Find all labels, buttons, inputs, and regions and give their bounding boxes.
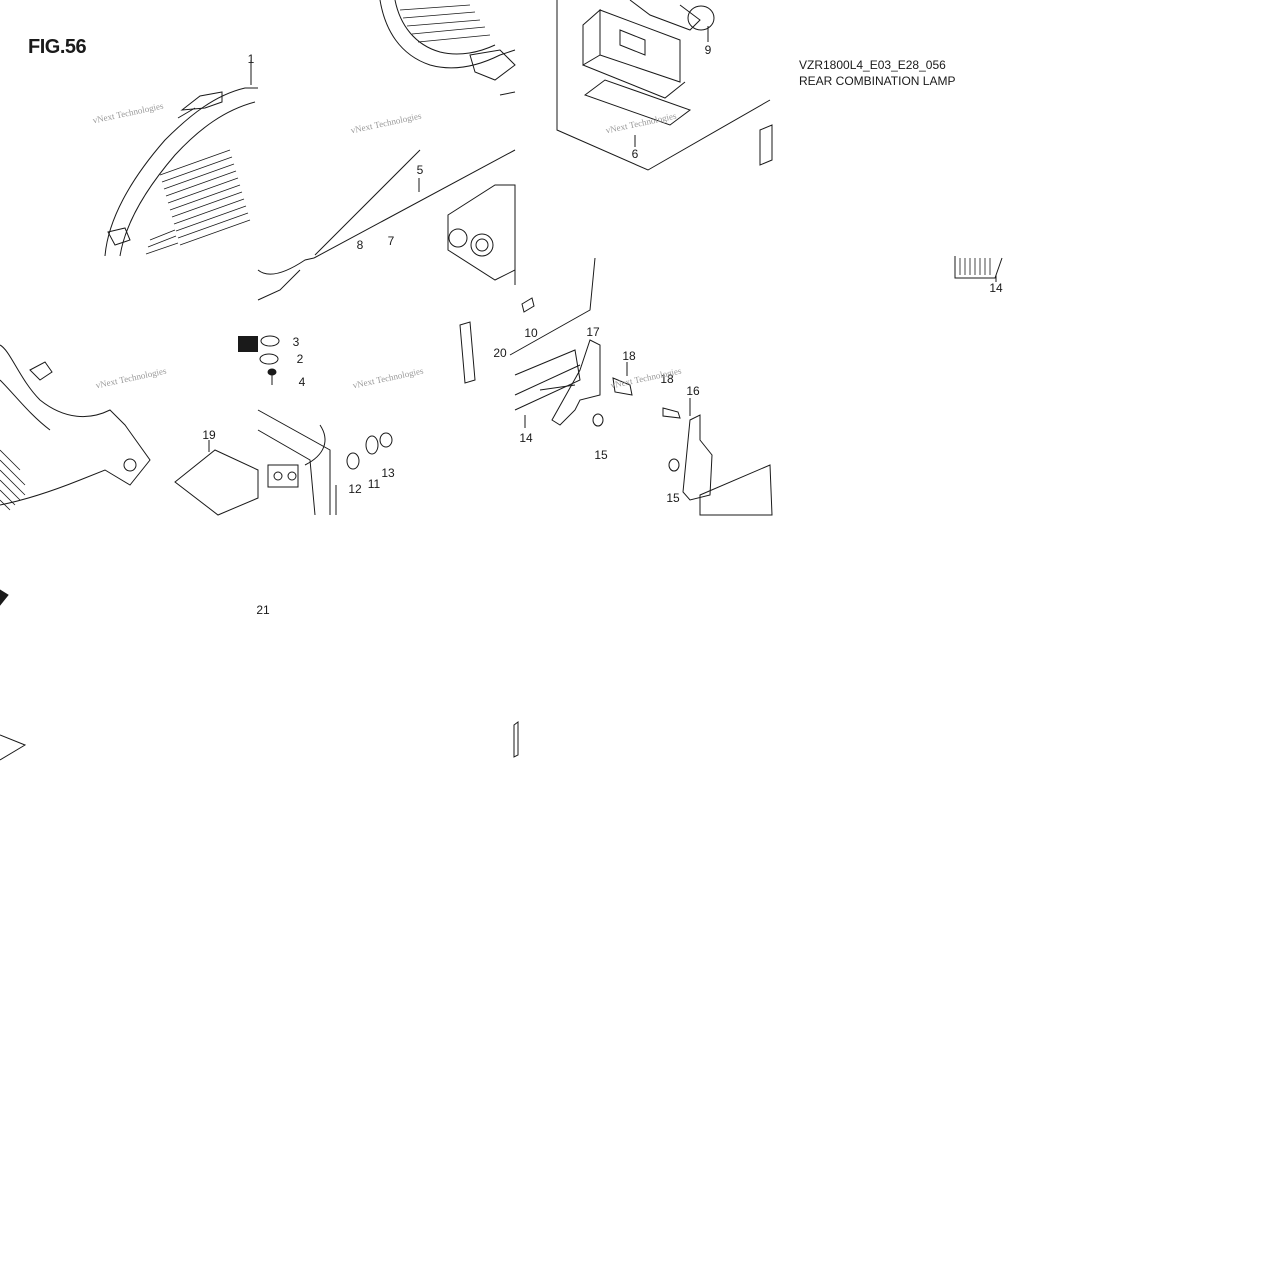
license-brackets [459, 321, 773, 516]
callout-17: 17 [586, 325, 600, 339]
callout-7: 7 [387, 234, 395, 248]
lower-fragments [0, 589, 519, 761]
callout-1: 1 [247, 52, 255, 66]
callout-14-right: 14 [989, 281, 1003, 295]
diagram-name: REAR COMBINATION LAMP [799, 74, 956, 88]
callout-19: 19 [202, 428, 216, 442]
callout-16: 16 [686, 384, 700, 398]
callout-15-upper: 15 [594, 448, 608, 462]
lamp-lens-top-center [314, 0, 516, 256]
reflector-right [954, 256, 1003, 282]
lamp-lens-top-left [104, 60, 258, 257]
lamp-lens-bottom-left [0, 344, 259, 516]
callout-2: 2 [296, 352, 304, 366]
callout-20: 20 [493, 346, 507, 360]
callout-10: 10 [524, 326, 538, 340]
callout-13: 13 [381, 466, 395, 480]
lamp-housing-box [556, 0, 773, 171]
callout-21: 21 [256, 603, 270, 617]
callout-18-upper: 18 [622, 349, 636, 363]
callout-5: 5 [416, 163, 424, 177]
callout-3: 3 [292, 335, 300, 349]
callout-9: 9 [704, 43, 712, 57]
callout-18-lower: 18 [660, 372, 674, 386]
callout-11: 11 [367, 477, 381, 491]
fasteners-wire [238, 257, 393, 516]
callout-14-left: 14 [519, 431, 533, 445]
callout-4: 4 [298, 375, 306, 389]
figure-title: FIG.56 [28, 36, 87, 58]
callout-15-lower: 15 [666, 491, 680, 505]
socket-assembly [313, 149, 596, 356]
callout-8: 8 [356, 238, 364, 252]
callout-6: 6 [631, 147, 639, 161]
callout-12: 12 [348, 482, 362, 496]
diagram-code: VZR1800L4_E03_E28_056 [799, 58, 946, 72]
